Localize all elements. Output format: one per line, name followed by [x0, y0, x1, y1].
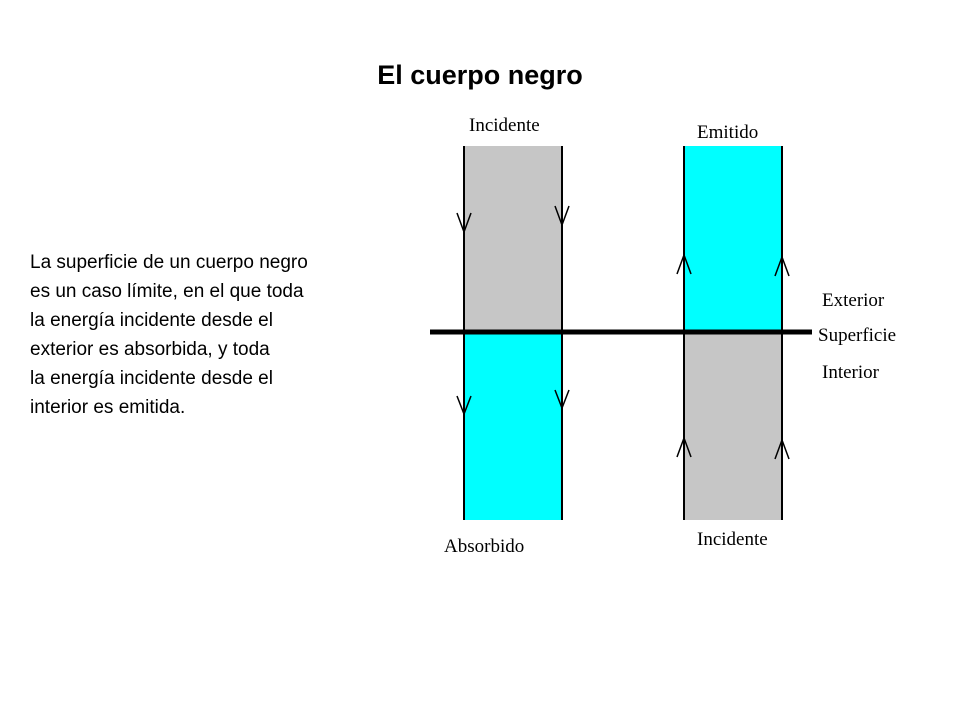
- down-arrow-icon: [456, 395, 472, 417]
- label-interior: Interior: [822, 362, 880, 383]
- description-line: la energía incidente desde el: [30, 368, 273, 389]
- label-exterior: Exterior: [822, 290, 885, 311]
- up-arrows: [676, 252, 790, 460]
- label-incident-top: Incidente: [469, 115, 540, 136]
- description-line: la energía incidente desde el: [30, 310, 273, 331]
- down-arrow-icon: [554, 389, 570, 411]
- label-absorbed: Absorbido: [444, 536, 524, 557]
- up-arrow-icon: [676, 252, 692, 275]
- label-incident-bottom: Incidente: [697, 529, 768, 550]
- up-arrow-icon: [774, 254, 790, 277]
- description-line: interior es emitida.: [30, 397, 186, 418]
- up-arrow-icon: [774, 437, 790, 460]
- absorbed-interior-band: [464, 332, 562, 520]
- description-line: exterior es absorbida, y toda: [30, 339, 270, 360]
- incident-exterior-band: [464, 146, 562, 332]
- emitted-exterior-band: [684, 146, 782, 332]
- incident-interior-band: [684, 332, 782, 520]
- down-arrow-icon: [554, 205, 570, 228]
- label-emitted: Emitido: [697, 122, 758, 143]
- description-line: La superficie de un cuerpo negro: [30, 252, 308, 273]
- down-arrows: [456, 205, 570, 417]
- description-text: La superficie de un cuerpo negro es un c…: [30, 248, 390, 422]
- label-surface: Superficie: [818, 325, 896, 346]
- description-line: es un caso límite, en el que toda: [30, 281, 304, 302]
- up-arrow-icon: [676, 435, 692, 458]
- page-title: El cuerpo negro: [377, 60, 583, 90]
- down-arrow-icon: [456, 212, 472, 235]
